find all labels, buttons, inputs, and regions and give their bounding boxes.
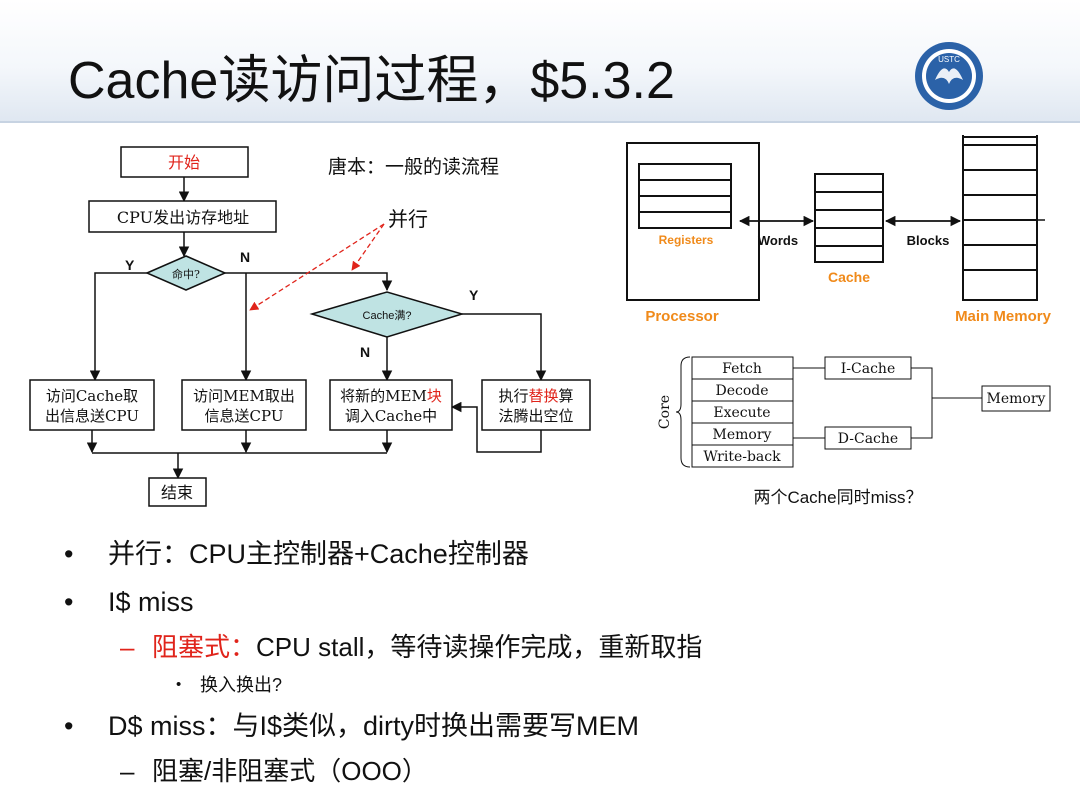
replace-line1: 执行替换算 [498, 387, 573, 405]
logo-text: USTC [938, 55, 960, 64]
access-mem-line1: 访问MEM取出 [193, 387, 295, 405]
stage-decode-label: Decode [715, 383, 768, 399]
pipeline-lines [675, 356, 982, 468]
header-divider [0, 121, 1080, 123]
sub-bullet-nonblocking: –阻塞/非阻塞式（OOO） [58, 750, 1058, 792]
main-memory-label: Main Memory [955, 308, 1052, 325]
bullet-list: 并行：CPU主控制器+Cache控制器 I$ miss –阻塞式：CPU sta… [58, 530, 1058, 792]
main-memory-stack [962, 144, 1038, 301]
memory-hierarchy [626, 135, 1038, 301]
parallel-arrows [249, 223, 385, 311]
hierarchy-arrows [738, 215, 1045, 227]
hit-no-label: N [240, 249, 250, 265]
stage-writeback-box [691, 444, 794, 468]
diagram-canvas: 开始 唐本：一般的读流程 CPU发出访存地址 并行 命中? Cache满? 访问… [29, 135, 1052, 507]
access-mem-box [181, 379, 307, 431]
stage-execute-label: Execute [713, 405, 770, 421]
blocking-text: CPU stall，等待读操作完成，重新取指 [256, 632, 703, 662]
end-label: 结束 [161, 483, 193, 502]
processor-box [626, 142, 760, 301]
ustc-logo-icon: USTC [915, 42, 983, 110]
core-label: Core [657, 395, 673, 429]
load-block-box [329, 379, 453, 431]
cache-label: Cache [828, 269, 870, 285]
cpu-address-box [88, 200, 277, 233]
cpu-address-label: CPU发出访存地址 [117, 208, 249, 227]
access-mem-line2: 信息送CPU [205, 407, 284, 425]
blocking-label: 阻塞式： [152, 632, 257, 662]
core-brace [675, 356, 691, 468]
parallel-label: 并行 [388, 207, 428, 231]
end-box [148, 477, 207, 507]
slide-header [0, 0, 1080, 122]
sub-bullet-dash-2: – [120, 756, 135, 786]
sub-bullet-dash: – [120, 632, 135, 662]
stage-fetch-label: Fetch [722, 361, 762, 377]
start-box [120, 146, 249, 178]
sub-bullet-blocking: –阻塞式：CPU stall，等待读操作完成，重新取指 [58, 626, 1058, 668]
hit-yes-label: Y [125, 257, 135, 273]
memory-box [981, 385, 1051, 412]
pipeline-caption: 两个Cache同时miss？ [753, 488, 922, 507]
bullet-parallel: 并行：CPU主控制器+Cache控制器 [58, 530, 1058, 578]
nonblocking-text: 阻塞/非阻塞式（OOO） [152, 756, 428, 786]
words-label: Words [758, 233, 798, 248]
bullet-dcache-miss: D$ miss：与I$类似，dirty时换出需要写MEM [58, 702, 1058, 750]
full-yes-label: Y [469, 287, 479, 303]
load-block-line1: 将新的MEM块 [340, 387, 442, 405]
hit-label: 命中? [172, 267, 200, 281]
icache-label: I-Cache [841, 361, 895, 377]
cache-stack [814, 173, 884, 263]
stage-writeback-label: Write-back [703, 449, 781, 465]
pipeline-diagram [691, 356, 1051, 468]
access-cache-line2: 出信息送CPU [45, 407, 139, 425]
sub-sub-bullet-swap: 换入换出? [58, 668, 1058, 702]
blocks-label: Blocks [907, 233, 950, 248]
memory-label: Memory [987, 391, 1046, 407]
stage-memory-label: Memory [713, 427, 772, 443]
processor-label: Processor [645, 308, 719, 325]
dcache-label: D-Cache [838, 431, 898, 447]
replace-line2: 法腾出空位 [498, 407, 573, 425]
access-cache-line1: 访问Cache取 [46, 387, 138, 405]
slide-title: Cache读访问过程，$5.3.2 [68, 52, 675, 110]
cache-full-label: Cache满? [363, 309, 412, 322]
registers-label: Registers [659, 233, 714, 247]
full-no-label: N [360, 344, 370, 360]
bullet-icache-miss: I$ miss [58, 578, 1058, 626]
read-flowchart [29, 146, 591, 507]
access-cache-box [29, 379, 155, 431]
load-block-line2: 调入Cache中 [345, 407, 437, 425]
start-label: 开始 [168, 153, 200, 172]
note-label: 唐本：一般的读流程 [328, 156, 499, 178]
replace-box [481, 379, 591, 431]
